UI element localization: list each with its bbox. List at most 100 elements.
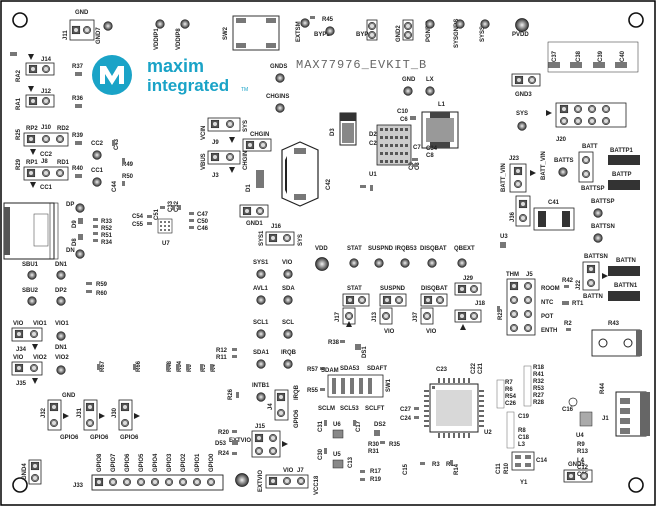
testpoint-avl1[interactable] [256,295,266,305]
label-chgin: CHGIN [250,132,269,138]
power-input: VCIN SYS J9 CHGIN VBUS CHGIN J3 D1 C42 G… [201,117,332,227]
testpoint-cc2[interactable] [92,150,102,160]
testpoint-qbext[interactable] [457,258,467,268]
label-syss: SYSS [480,26,486,42]
label-gpio0: GPIO0 [209,453,215,472]
testpoint-dp2[interactable] [56,296,66,306]
label-rd2: RD2 [57,126,70,132]
u5-u6-area: C31 U6 C17 DS2 R35 C30 U5 C13 R30 R31 R1… [318,420,401,483]
testpoint-sda[interactable] [283,295,293,305]
logo-maxim: maxim [147,56,204,76]
label-r7: R7 [505,380,513,386]
label-scl1: SCL1 [253,320,269,326]
testpoint-dp[interactable] [75,203,85,213]
logo-tm: TM [241,87,248,93]
testpoint-sbu1[interactable] [27,270,37,280]
label-j32: J32 [41,407,47,418]
testpoint-pvdd[interactable] [515,18,529,32]
testpoint-extsm[interactable] [300,18,310,28]
label-sw1: SW1 [386,378,392,392]
label-r50: R50 [122,174,134,180]
status-jumpers: STAT J17 SUSPND J13 VIO DISQBAT J37 VIO … [335,276,486,335]
testpoint-sys1[interactable] [256,269,266,279]
testpoint-vddip1[interactable] [155,19,165,29]
label-chgin-j3: CHGIN [243,151,249,170]
testpoint-battsn[interactable] [593,233,603,243]
maxim-logo-icon [92,55,132,95]
testpoint-chgins[interactable] [275,103,285,113]
j1-connector: J1 [602,391,650,437]
testpoint-sda1[interactable] [256,359,266,369]
testpoint-gnd[interactable] [403,86,413,96]
label-vio-j7: VIO [283,468,294,474]
testpoint-pgnds[interactable] [425,19,435,29]
label-j34: J34 [16,347,27,353]
label-u2: U2 [484,430,492,436]
label-c30: C30 [318,448,324,460]
label-r64: R64 [177,360,183,372]
testpoint-stat[interactable] [349,258,359,268]
testpoint-irqb53[interactable] [400,258,410,268]
testpoint-scl1[interactable] [256,329,266,339]
label-vio: VIO [282,260,293,266]
testpoint-syss[interactable] [480,19,490,29]
sw1-area: R57 SDAM SDA53 SDAFT R55 SW1 SCLM SCL53 … [307,366,392,412]
label-sda: SDA [282,286,295,292]
testpoint-extvio[interactable] [235,473,249,487]
gnd3-header: GND3 [511,73,541,98]
testpoint-intb1[interactable] [256,392,266,402]
testpoint-scl[interactable] [283,329,293,339]
label-gnd3: GND3 [515,92,532,98]
label-enth: ENTH [541,328,557,334]
testpoint-sys[interactable] [517,121,527,131]
testpoint-gnd7[interactable] [103,21,113,31]
label-rp1: RP1 [26,160,38,166]
label-c46: C46 [197,226,209,232]
testpoint-cc1[interactable] [92,177,102,187]
label-r34: R34 [101,240,113,246]
testpoint-dn[interactable] [75,249,85,259]
testpoint-vdd[interactable] [315,257,329,271]
testpoint-vio2[interactable] [56,365,66,375]
label-r33: R33 [101,219,113,225]
maxim-logo: maxim integrated TM [92,55,248,95]
label-scl: SCL [282,320,294,326]
usb-connector [3,202,59,260]
j20-sys: SYS J20 [516,102,627,143]
label-c19: C19 [518,414,530,420]
u7-area: C51 C33 C32 C54 C55 U7 C47 C50 C46 [132,200,209,247]
dp-dn-area: DP D9 D8 R33 R52 R51 R34 DN [66,202,113,259]
ds1-area: R38 DS1 [328,340,368,358]
testpoint-irqb[interactable] [283,359,293,369]
label-r38: R38 [328,340,340,346]
label-cc2-b: CC2 [91,141,104,147]
label-j17: J17 [335,311,341,322]
testpoint-disqbat[interactable] [427,258,437,268]
testpoint-battsp[interactable] [593,208,603,218]
label-y1: Y1 [520,480,528,486]
testpoint-batts[interactable] [558,167,568,177]
label-room: ROOM [541,286,560,292]
label-r24: R24 [218,451,230,457]
testpoint-byps[interactable] [325,26,335,36]
label-vio2-b: VIO2 [55,355,69,361]
testpoint-suspnd[interactable] [374,258,384,268]
label-r45: R45 [322,17,334,23]
testpoint-sysgnds[interactable] [455,19,465,29]
interface-testpoints: SYS1 VIO AVL1 SDA SCL1 SCL SDA1 IRQB INT… [228,260,297,402]
testpoint-vio[interactable] [283,269,293,279]
testpoint-vio1[interactable] [56,331,66,341]
testpoint-vddip8[interactable] [180,19,190,29]
label-gpio7: GPIO7 [111,453,117,472]
testpoint-dn1-top[interactable] [56,270,66,280]
testpoint-lx[interactable] [425,86,435,96]
testpoint-sbu2[interactable] [27,296,37,306]
label-gpio6-j4: GPIO6 [294,409,300,428]
label-l3: L3 [518,442,526,448]
label-r35: R35 [389,442,401,448]
testpoint-gnds[interactable] [275,73,285,83]
logo-integrated: integrated [147,76,229,95]
label-gnd1: GND1 [246,221,263,227]
label-j23: J23 [509,156,520,162]
